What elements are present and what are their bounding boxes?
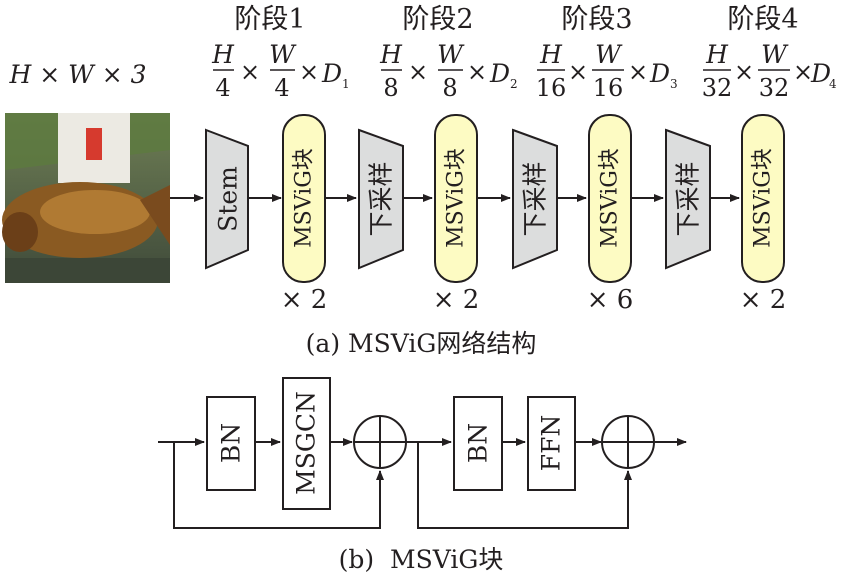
stage-4-header: 阶段4 H 32 × W 32 × D 4 (702, 4, 837, 102)
bn-label: BN (464, 423, 493, 463)
stage-dimension: H 8 × W 8 × D 2 (379, 40, 518, 102)
frac-w-num: W (437, 40, 465, 69)
times-sign: × (240, 58, 260, 86)
downsample-block-1: 下采样 (358, 128, 404, 270)
stage-1-header: 阶段1 H 4 × W 4 × D 1 (211, 4, 350, 102)
flow-arrows-b (158, 438, 687, 529)
msvig-block-label: MSViG块 (598, 148, 623, 248)
stage-title: 阶段2 (402, 4, 473, 35)
msgcn-block: MSGCN (282, 377, 331, 510)
frac-h-num: H (211, 40, 235, 69)
ffn-label: FFN (537, 415, 566, 472)
frac-w-num: W (761, 40, 789, 69)
input-dimension: H × W × 3 (8, 60, 146, 89)
channel-sub: 2 (510, 77, 518, 91)
channel-d: D (649, 59, 670, 88)
stem-block: Stem (205, 128, 249, 270)
downsample-block-3: 下采样 (665, 128, 711, 270)
msgcn-label: MSGCN (292, 391, 321, 495)
stage-title: 阶段4 (727, 4, 798, 35)
times-sign: × (299, 58, 319, 86)
msvig-block-2: MSViG块 (434, 114, 478, 283)
channel-sub: 3 (670, 77, 678, 91)
add-node-1 (353, 415, 407, 469)
msvig-block-label: MSViG块 (751, 148, 776, 248)
stem-label: Stem (214, 166, 243, 232)
channel-d: D (321, 59, 342, 88)
caption-a: (a) MSViG网络结构 (306, 329, 537, 358)
frac-h-den: 16 (536, 74, 567, 102)
stage-2-header: 阶段2 H 8 × W 8 × D 2 (379, 4, 518, 102)
frac-w-num: W (595, 40, 623, 69)
repeat-count-2: × 2 (433, 285, 480, 315)
caption-b: (b) MSViG块 (339, 545, 504, 574)
ffn-block: FFN (527, 396, 576, 491)
frac-h-num: H (379, 40, 403, 69)
stage-3-header: 阶段3 H 16 × W 16 × D 3 (536, 4, 678, 102)
frac-h-num: H (705, 40, 729, 69)
msvig-block-4: MSViG块 (741, 114, 785, 283)
downsample-block-2: 下采样 (512, 128, 558, 270)
times-sign: × (467, 58, 487, 86)
msvig-block-label: MSViG块 (444, 148, 469, 248)
msvig-block-3: MSViG块 (588, 114, 632, 283)
times-sign: × (734, 58, 754, 86)
stage-title: 阶段1 (234, 4, 305, 35)
times-sign: × (628, 58, 648, 86)
stage-dimension: H 4 × W 4 × D 1 (211, 40, 350, 102)
times-sign: × (408, 58, 428, 86)
add-node-2 (601, 415, 655, 469)
bn-block-1: BN (206, 396, 256, 491)
downsample-label: 下采样 (674, 161, 703, 236)
frac-w-den: 16 (593, 74, 624, 102)
bn-label: BN (217, 423, 246, 463)
stage-title: 阶段3 (561, 4, 632, 35)
frac-h-den: 8 (383, 74, 398, 102)
frac-h-den: 4 (215, 74, 230, 102)
channel-d: D (810, 59, 831, 88)
repeat-count-4: × 2 (740, 285, 787, 315)
frac-w-den: 32 (759, 74, 790, 102)
msvig-block-detail: BN MSGCN BN FFN (158, 377, 687, 529)
stage-dimension: H 32 × W 32 × D 4 (702, 40, 837, 102)
repeat-count-1: × 2 (281, 285, 328, 315)
input-image (2, 113, 170, 283)
times-sign: × (793, 58, 813, 86)
channel-d: D (489, 59, 510, 88)
times-sign: × (568, 58, 588, 86)
frac-h-num: H (539, 40, 563, 69)
frac-w-den: 4 (274, 74, 289, 102)
stage-dimension: H 16 × W 16 × D 3 (536, 40, 678, 102)
frac-w-den: 8 (442, 74, 457, 102)
frac-h-den: 32 (702, 74, 733, 102)
channel-sub: 4 (829, 77, 837, 91)
repeat-count-3: × 6 (587, 285, 634, 315)
downsample-label: 下采样 (367, 161, 396, 236)
msvig-block-1: MSViG块 (282, 114, 326, 283)
channel-sub: 1 (342, 77, 350, 91)
bn-block-2: BN (453, 396, 503, 491)
frac-w-num: W (269, 40, 297, 69)
downsample-label: 下采样 (521, 161, 550, 236)
msvig-block-label: MSViG块 (292, 148, 317, 248)
